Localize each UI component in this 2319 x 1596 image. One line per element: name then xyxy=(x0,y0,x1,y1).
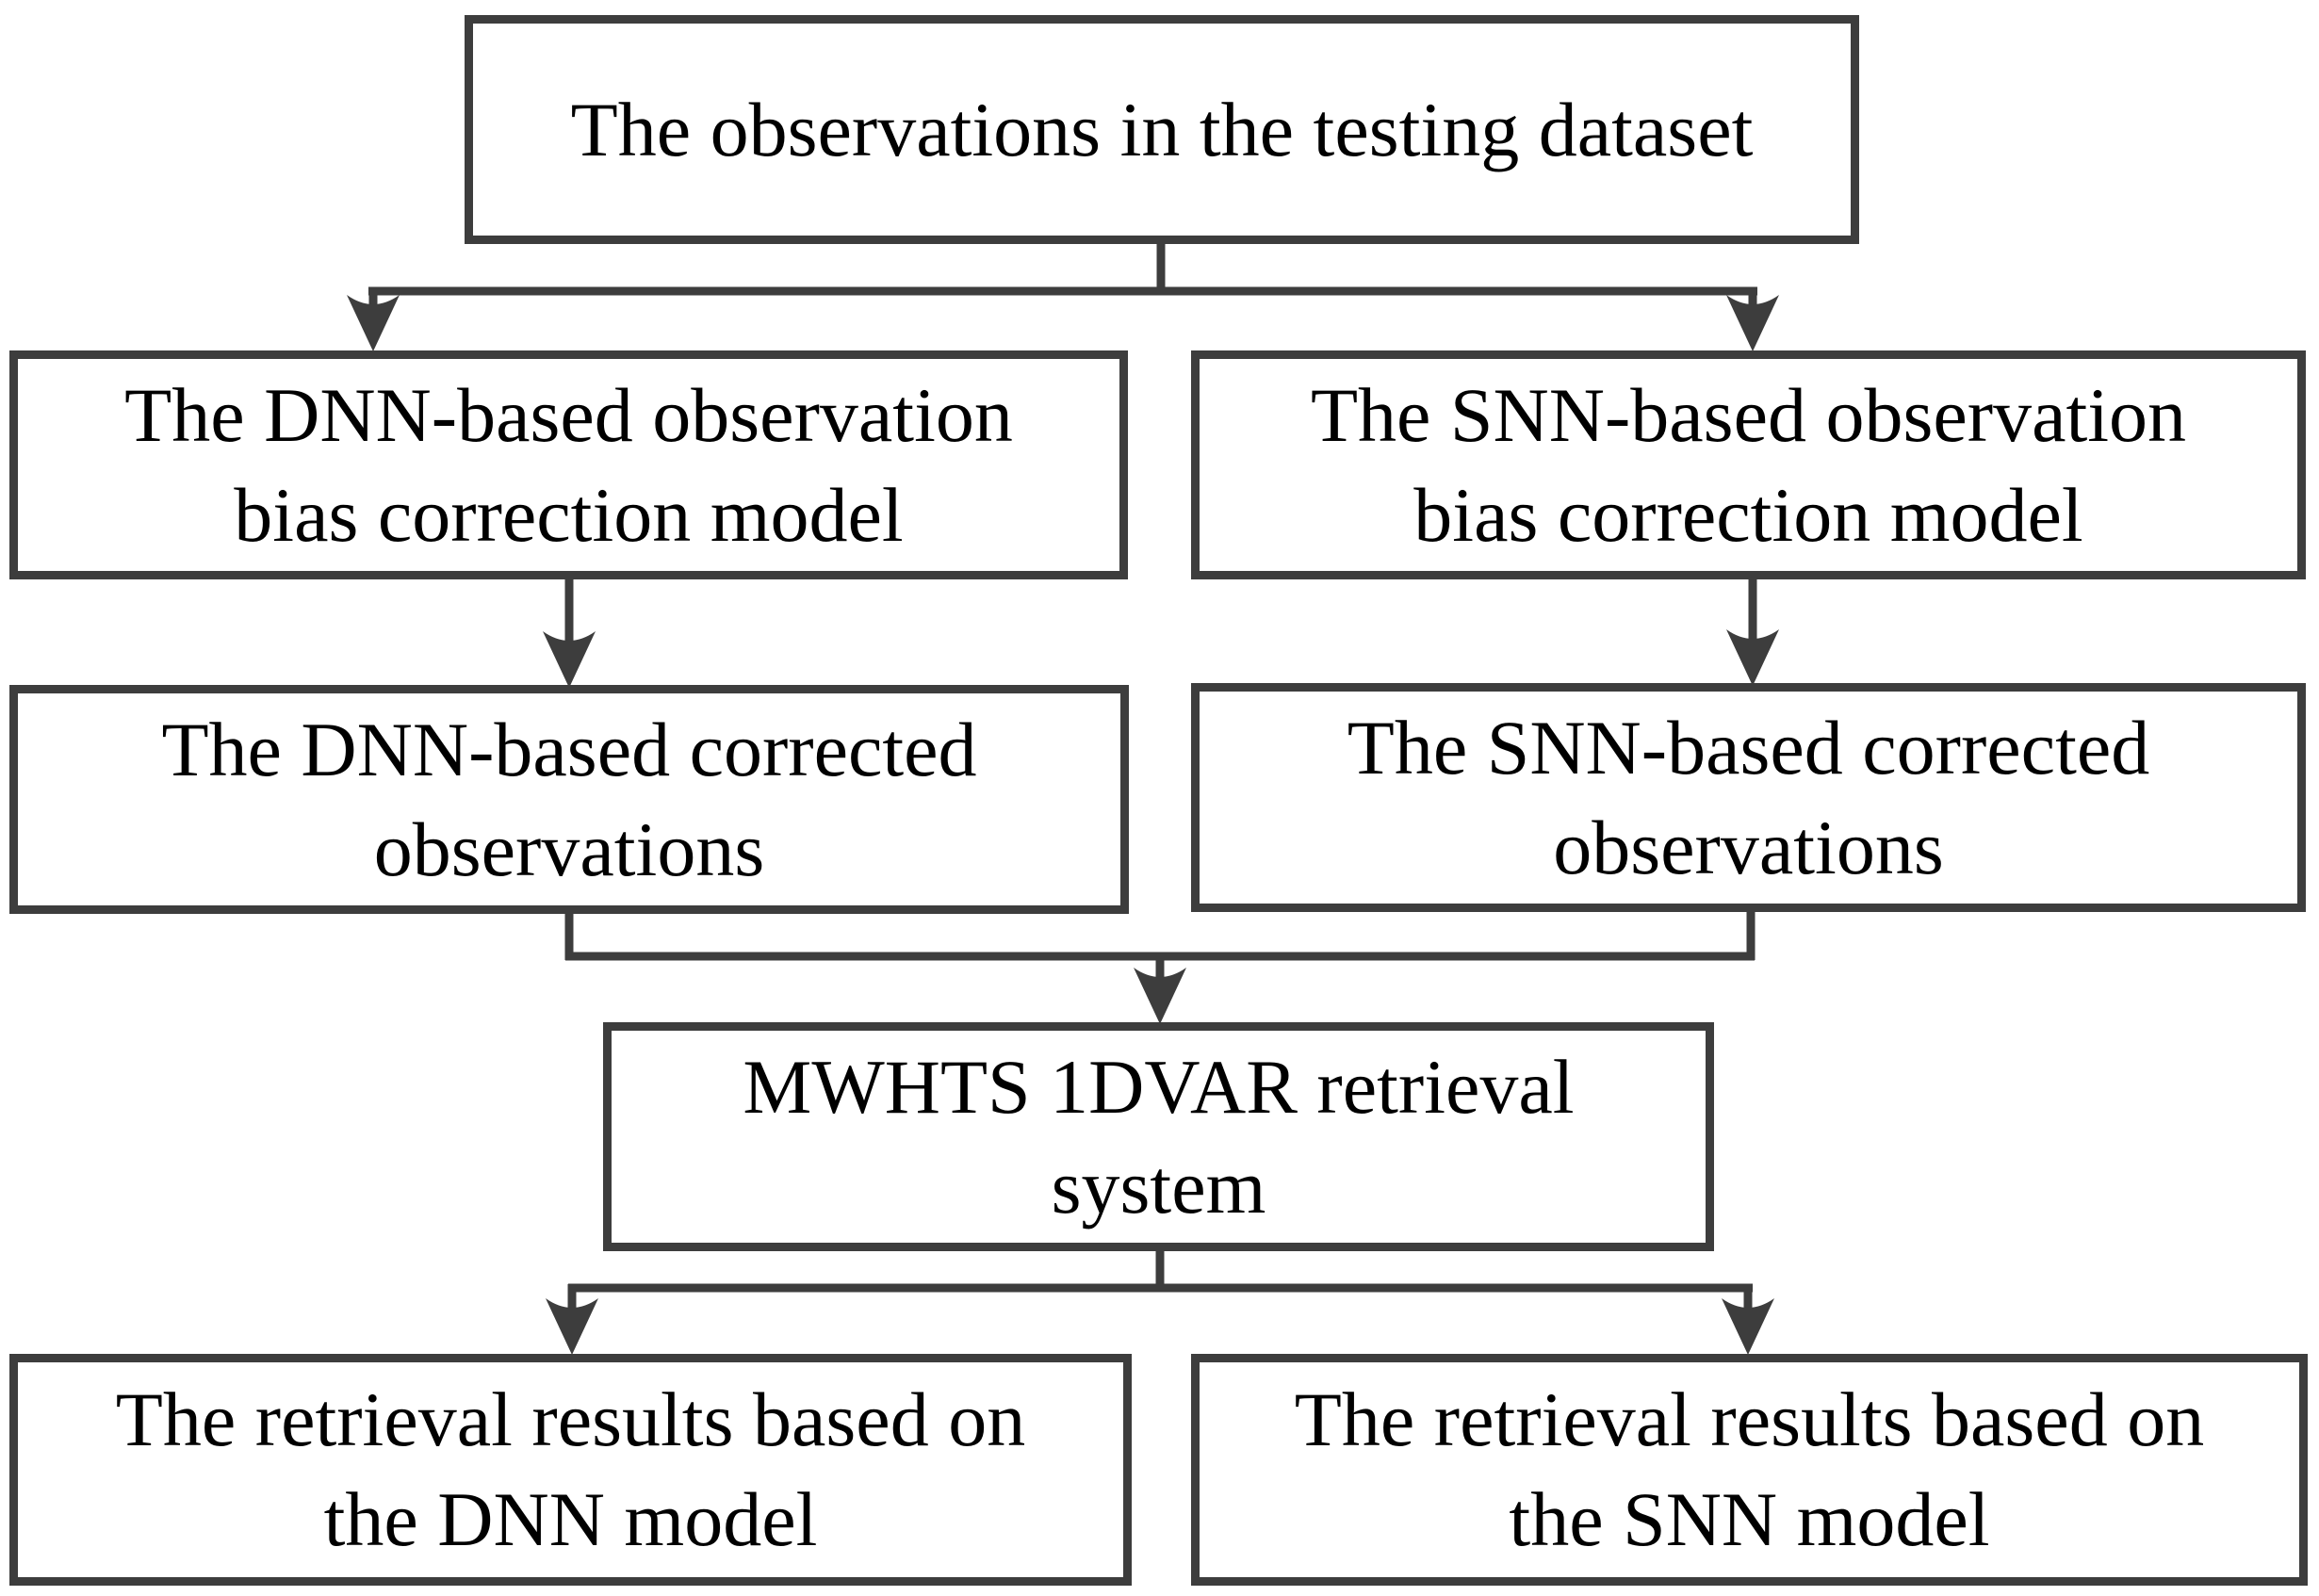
node-dnn-retrieval-results: The retrieval results based on the DNN m… xyxy=(9,1354,1132,1586)
node-snn-model-label-line1: The SNN-based observation xyxy=(1310,371,2187,458)
node-dnn-model-label-line2: bias correction model xyxy=(234,471,904,558)
arrowhead-to-snn-results xyxy=(1722,1298,1774,1355)
arrowhead-to-snn-corrected xyxy=(1726,629,1779,686)
node-retrieval-label-line2: system xyxy=(1051,1143,1266,1230)
node-snn-bias-correction-model: The SNN-based observation bias correctio… xyxy=(1191,350,2306,579)
node-snn-results-label-line1: The retrieval results based on xyxy=(1294,1376,2205,1462)
node-retrieval-label-line1: MWHTS 1DVAR retrieval xyxy=(743,1043,1575,1130)
arrowhead-to-dnn-results xyxy=(546,1298,598,1355)
node-dnn-results-label-line1: The retrieval results based on xyxy=(115,1376,1026,1462)
node-snn-corrected-observations: The SNN-based corrected observations xyxy=(1191,683,2306,912)
node-dnn-model-label-line1: The DNN-based observation xyxy=(124,371,1013,458)
node-testing-dataset-label: The observations in the testing dataset xyxy=(570,86,1754,172)
arrowhead-to-dnn-corrected xyxy=(543,631,596,688)
node-dnn-corrected-label-line2: observations xyxy=(373,806,765,892)
node-snn-results-label-line2: the SNN model xyxy=(1509,1476,1990,1562)
arrowhead-to-retrieval-system xyxy=(1134,968,1186,1024)
edge-dnn-model-to-corrected xyxy=(543,575,596,688)
node-mwhts-1dvar-retrieval-system: MWHTS 1DVAR retrieval system xyxy=(603,1022,1714,1251)
node-dnn-corrected-observations: The DNN-based corrected observations xyxy=(9,685,1129,914)
node-snn-model-label-line2: bias correction model xyxy=(1413,471,2083,558)
node-snn-retrieval-results: The retrieval results based on the SNN m… xyxy=(1191,1354,2308,1586)
edge-retrieval-system-split xyxy=(546,1246,1774,1355)
arrowhead-to-dnn-model xyxy=(347,295,400,351)
node-dnn-results-label-line2: the DNN model xyxy=(323,1476,818,1562)
node-dnn-bias-correction-model: The DNN-based observation bias correctio… xyxy=(9,350,1128,579)
edge-merge-to-retrieval-system xyxy=(564,905,1756,1024)
node-snn-corrected-label-line1: The SNN-based corrected xyxy=(1347,704,2150,790)
node-snn-corrected-label-line2: observations xyxy=(1553,804,1944,890)
node-dnn-corrected-label-line1: The DNN-based corrected xyxy=(161,706,977,792)
arrowhead-to-snn-model xyxy=(1726,295,1779,351)
edge-testing-dataset-split xyxy=(347,240,1779,351)
node-testing-dataset: The observations in the testing dataset xyxy=(465,15,1859,244)
edge-snn-model-to-corrected xyxy=(1726,575,1779,686)
